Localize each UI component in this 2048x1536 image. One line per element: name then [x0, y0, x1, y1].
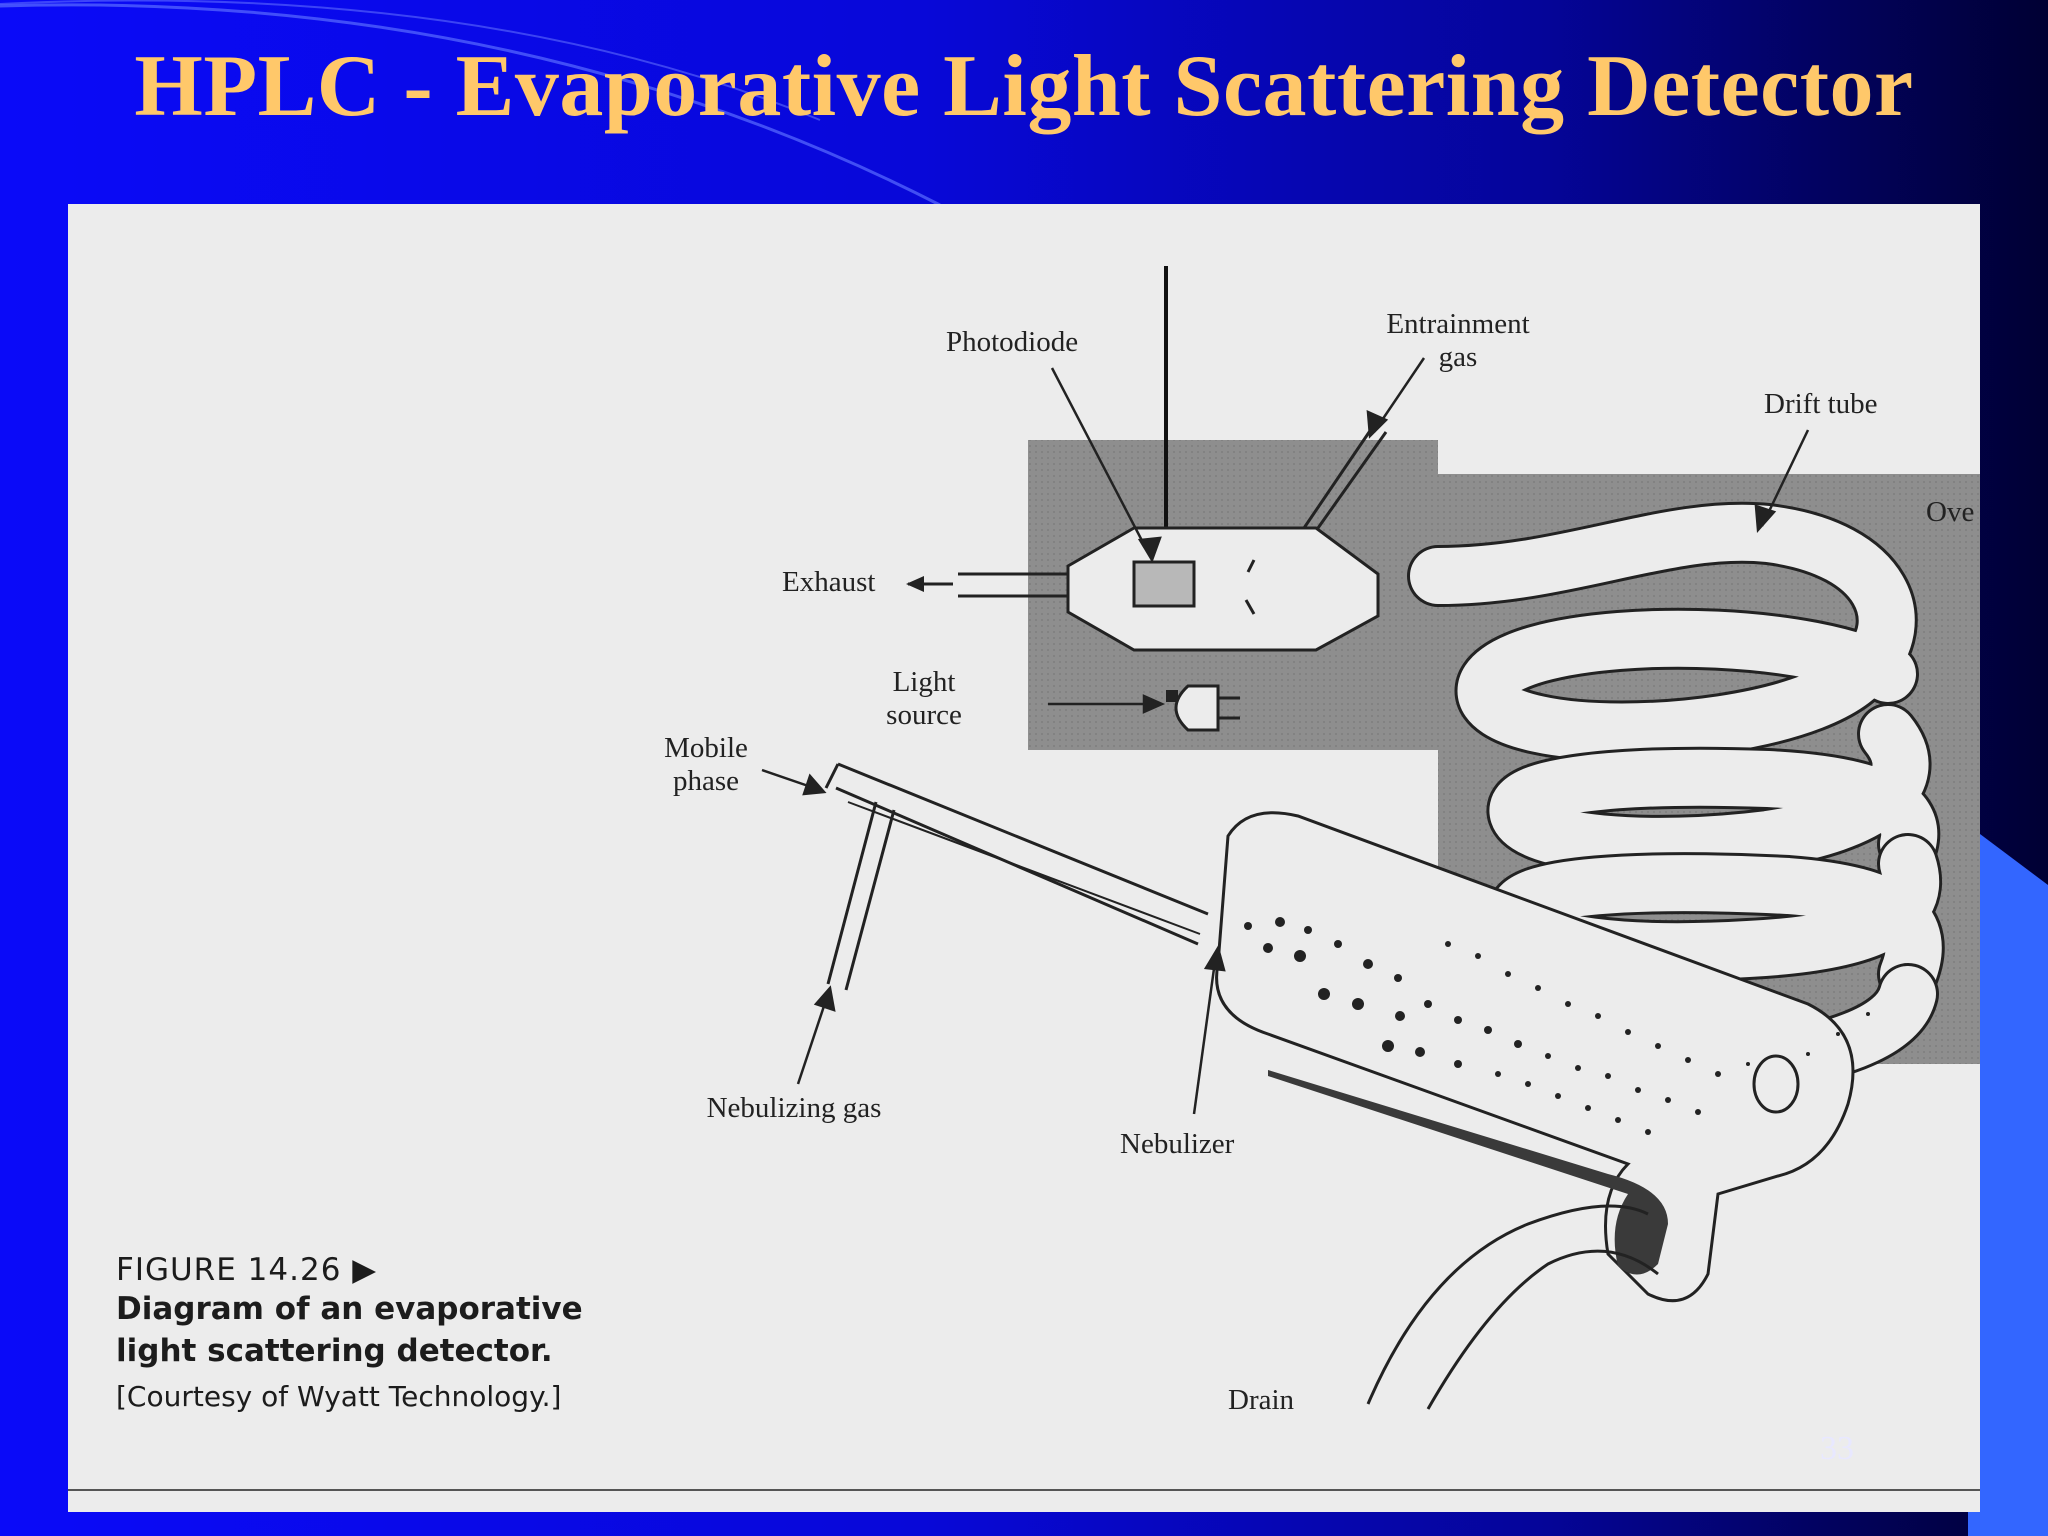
- label-nebulizing-gas: Nebulizing gas: [706, 1092, 882, 1124]
- figure-panel: Photodiode Entrainment gas Drift tube Ov…: [68, 204, 1980, 1512]
- caption-title: Diagram of an evaporative light scatteri…: [116, 1291, 583, 1369]
- figure-caption: FIGURE 14.26 ▶ Diagram of an evaporative…: [116, 1252, 596, 1413]
- caption-credit: [Courtesy of Wyatt Technology.]: [116, 1380, 562, 1413]
- elsd-diagram: [761, 266, 1980, 1410]
- label-nebulizer: Nebulizer: [1120, 1128, 1235, 1160]
- label-drift-tube: Drift tube: [1764, 388, 1878, 420]
- droplet-cloud: [1244, 917, 1870, 1135]
- slide-title: HPLC - Evaporative Light Scattering Dete…: [134, 38, 1914, 135]
- caption-figure-number: FIGURE 14.26 ▶: [116, 1252, 378, 1288]
- label-drain: Drain: [1228, 1384, 1295, 1416]
- label-mobile-phase: Mobile phase: [664, 732, 748, 797]
- label-entrainment-gas: Entrainment gas: [1386, 308, 1530, 373]
- label-photodiode: Photodiode: [946, 326, 1079, 358]
- page-number: 33: [1820, 1430, 1854, 1467]
- photodiode-element: [1132, 560, 1196, 608]
- light-source-bulb: [1174, 684, 1220, 732]
- optical-cell: [1066, 526, 1380, 652]
- side-accent-shape: [1968, 825, 2048, 1536]
- label-oven: Ove: [1926, 496, 1975, 528]
- nebulization-chamber: [1215, 811, 1855, 1303]
- label-exhaust: Exhaust: [782, 566, 876, 598]
- label-light-source: Light source: [886, 666, 962, 731]
